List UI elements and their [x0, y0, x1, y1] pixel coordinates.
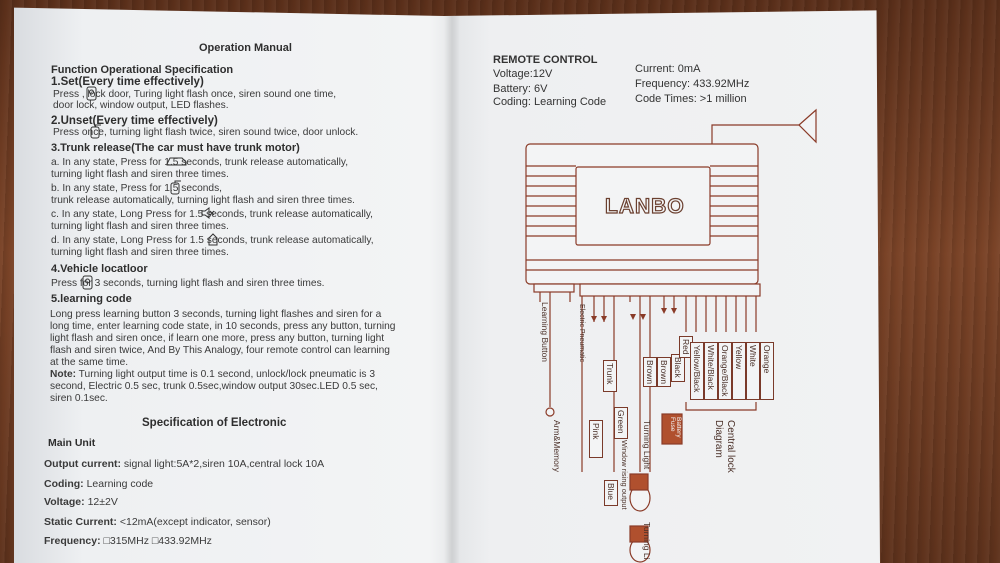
yellow-wire-box: Yellow [732, 342, 746, 400]
diagram-label: Diagram [713, 420, 724, 458]
note-line-3: siren 0.1sec. [50, 393, 108, 404]
trunk-b-line-2: trunk release automatically, turning lig… [51, 195, 355, 206]
locator-title: 4.Vehicle locatloor [51, 263, 148, 275]
orange-black-wire-label: Orange/Black [720, 345, 730, 397]
set-line-1: Press , lock door, Turing light flash on… [53, 89, 337, 100]
turning-light-label-2: Turning Li [642, 522, 652, 560]
set-title: 1.Set(Every time effectively) [51, 76, 204, 88]
remote-coding: Coding: Learning Code [493, 96, 607, 108]
right-page: REMOTE CONTROL Voltage:12V Battery: 6V C… [454, 8, 880, 563]
manual-sheet: Operation Manual Function Operational Sp… [14, 7, 880, 563]
trunk-d-line-1: d. In any state, Long Press for 1.5 seco… [51, 235, 374, 246]
turning-light-label: Turning Light [642, 420, 652, 470]
orange-wire-box: Orange [760, 342, 774, 400]
battery-label: Battery [675, 417, 682, 438]
learning-line-1: Long press learning button 3 seconds, tu… [50, 309, 382, 320]
trunk-wire-label: Trunk [605, 363, 615, 385]
lock-key-icon [86, 86, 97, 101]
manual-title: Operation Manual [199, 42, 292, 54]
unlock-key-icon-b [170, 180, 181, 195]
brown-wire-box-2: Brown [657, 357, 671, 387]
electric-pneumatic-label: Electric Pneumatic [578, 304, 585, 362]
black-wire-box: Black [671, 354, 685, 382]
brown-wire-label-2: Brown [659, 360, 669, 385]
central-lock-label: Central lock [725, 420, 736, 473]
trunk-c-line-1: c. In any state, Long Press for 1.5 seco… [51, 209, 374, 220]
remote-battery: Battery: 6V [493, 83, 548, 95]
orange-wire-label: Orange [762, 345, 772, 374]
trunk-b-line-1: b. In any state, Press for 1.5 seconds, [51, 183, 223, 194]
yellow-black-wire-label: Yellow/Black [692, 345, 702, 393]
unlock-key-icon [90, 124, 101, 139]
blue-wire-label: Blue [606, 483, 616, 501]
frequency-row: Frequency: □315MHz □433.92MHz [44, 535, 212, 547]
yellow-wire-label: Yellow [734, 345, 744, 370]
blue-wire-box: Blue [604, 480, 618, 506]
brown-wire-box-1: Brown [643, 357, 657, 387]
left-page: Operation Manual Function Operational Sp… [14, 8, 444, 563]
note-line-2: second, Electric 0.5 sec, trunk 0.5sec,w… [50, 381, 378, 392]
learning-line-4: flash and siren twice, And By This Analo… [50, 345, 390, 356]
mute-speaker-icon [201, 207, 215, 219]
trunk-title: 3.Trunk release(The car must have trunk … [51, 142, 300, 154]
white-wire-box: White [746, 342, 760, 400]
remote-current: Current: 0mA [635, 63, 701, 75]
brown-wire-label-1: Brown [645, 360, 655, 385]
learning-button-label: Learning Button [540, 302, 550, 363]
wiring-diagram [525, 108, 817, 563]
unset-title: 2.Unset(Every time effectively) [51, 115, 218, 127]
remote-frequency: Frequency: 433.92MHz [635, 78, 750, 90]
trunk-c-line-2: turning light flash and siren three time… [51, 221, 229, 232]
green-wire-box: Green [614, 407, 628, 439]
main-unit-heading: Main Unit [48, 437, 96, 449]
output-current-row: Output current: signal light:5A*2,siren … [44, 458, 325, 470]
lock-key-icon-locator [82, 275, 93, 290]
learning-line-5: at the same time. [50, 357, 129, 368]
learning-line-3: light flash and siren once, if learn one… [50, 333, 385, 344]
window-rising-label: Window rising output [620, 440, 629, 510]
note-line-1: Note: Turning light output time is 0.1 s… [50, 369, 376, 380]
set-line-2: door lock, window output, LED flashes. [53, 100, 229, 111]
white-black-wire-box: White/Black [704, 342, 718, 400]
locator-line-1: Press for 3 seconds, turning light flash… [51, 278, 325, 289]
static-current-row: Static Current: <12mA(except indicator, … [44, 516, 271, 528]
yellow-black-wire-box: Yellow/Black [690, 342, 704, 400]
white-wire-label: White [748, 345, 758, 367]
arm-memory-label: Arm&Memory [552, 420, 562, 472]
hand-key-icon [208, 233, 218, 246]
trunk-a-line-1: a. In any state, Press for 1.5 seconds, … [51, 157, 349, 168]
trunk-wire-box: Trunk [603, 360, 617, 392]
white-black-wire-label: White/Black [706, 345, 716, 390]
unset-line-1: Press once, turning light flash twice, s… [53, 127, 359, 138]
trunk-car-icon [166, 157, 187, 166]
learning-line-2: long time, enter learning code state, in… [50, 321, 396, 332]
pink-wire-box: Pink [589, 420, 603, 458]
remote-control-title: REMOTE CONTROL [493, 54, 598, 66]
electronic-spec-title: Specification of Electronic [142, 417, 287, 429]
voltage-row: Voltage: 12±2V [44, 496, 118, 508]
pink-wire-label: Pink [591, 423, 601, 440]
green-wire-label: Green [616, 410, 626, 434]
black-wire-label: Black [673, 357, 683, 378]
orange-black-wire-box: Orange/Black [718, 342, 732, 400]
learning-code-title: 5.learning code [51, 293, 132, 305]
trunk-d-line-2: turning light flash and siren three time… [51, 247, 229, 258]
function-spec-title: Function Operational Specification [51, 64, 234, 76]
remote-code-times: Code Times: >1 million [635, 93, 747, 105]
center-fold [444, 7, 460, 563]
lanbo-brand-label: LANBO [604, 194, 685, 218]
coding-row: Coding: Learning code [44, 478, 154, 490]
remote-voltage: Voltage:12V [493, 68, 553, 80]
trunk-a-line-2: turning light flash and siren three time… [51, 169, 229, 180]
